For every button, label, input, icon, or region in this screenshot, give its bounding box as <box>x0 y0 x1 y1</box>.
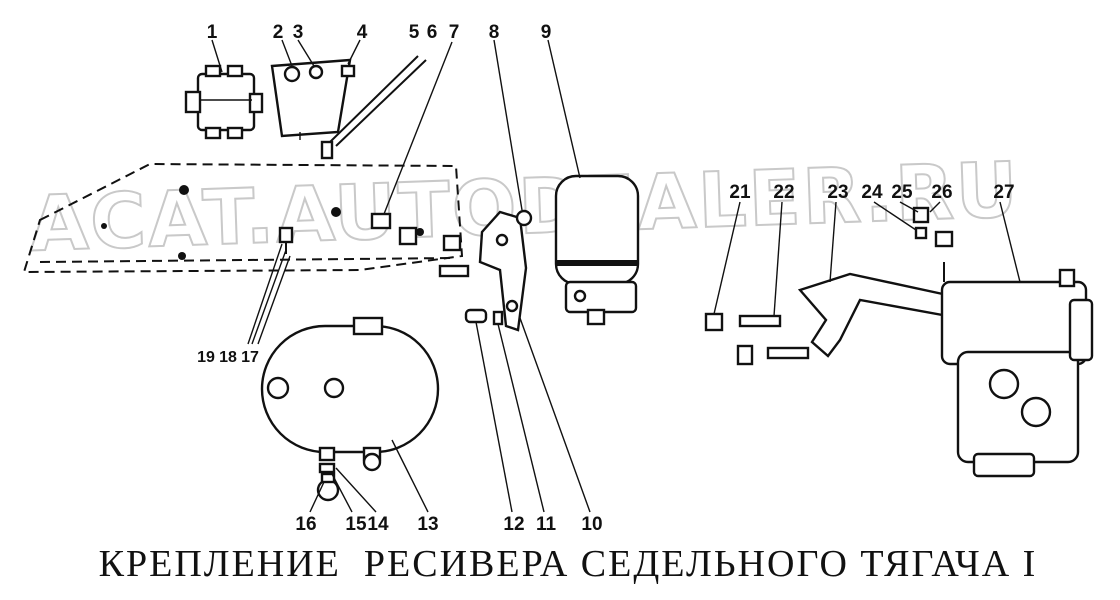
diagram-title: КРЕПЛЕНИЕ РЕСИВЕРА СЕДЕЛЬНОГО ТЯГАЧА I <box>99 543 1038 585</box>
callout-numbers: 1 2 3 4 5 6 7 8 9 19 18 17 16 15 14 13 1… <box>197 22 1014 535</box>
part-21-bolt <box>704 312 810 366</box>
part-8-nut <box>515 209 533 227</box>
callout-25: 25 <box>891 182 913 203</box>
callout-3: 3 <box>293 22 304 43</box>
callout-13: 13 <box>417 514 438 535</box>
callout-2: 2 <box>273 22 284 43</box>
callout-16: 16 <box>295 514 316 535</box>
callout-8: 8 <box>489 22 500 43</box>
callout-27: 27 <box>993 182 1014 203</box>
callout-1: 1 <box>207 22 218 43</box>
callout-23: 23 <box>827 182 848 203</box>
callout-26: 26 <box>931 182 952 203</box>
callout-17: 17 <box>241 349 259 366</box>
callout-7: 7 <box>449 22 460 43</box>
callout-22: 22 <box>773 182 794 203</box>
callout-5: 5 <box>409 22 420 43</box>
part-9-air-dryer <box>554 174 640 326</box>
callout-14: 14 <box>367 514 389 535</box>
part-11-12-bolt-nut <box>464 308 504 326</box>
callout-6: 6 <box>427 22 438 43</box>
callout-10: 10 <box>581 514 602 535</box>
callout-18: 18 <box>219 349 237 366</box>
part-14-16-drain-plug <box>316 462 340 502</box>
part-13-air-receiver <box>260 316 440 472</box>
part-2-bracket-plate <box>270 58 356 140</box>
part-1-valve-block <box>184 64 264 140</box>
callout-21: 21 <box>729 182 751 203</box>
part-24-26-fittings <box>912 206 954 248</box>
part-5-6-rod <box>320 55 427 160</box>
part-23-pipe-bracket <box>797 272 954 358</box>
callout-12: 12 <box>503 514 524 535</box>
callout-11: 11 <box>536 514 557 535</box>
callout-9: 9 <box>541 22 552 43</box>
callout-24: 24 <box>861 182 883 203</box>
callout-19: 19 <box>197 349 215 366</box>
frame-rail <box>22 162 470 278</box>
part-27-valve-assembly <box>940 262 1094 478</box>
callout-15: 15 <box>345 514 367 535</box>
callout-4: 4 <box>357 22 368 43</box>
leader-lines <box>211 39 1021 513</box>
part-10-bracket <box>478 210 528 332</box>
